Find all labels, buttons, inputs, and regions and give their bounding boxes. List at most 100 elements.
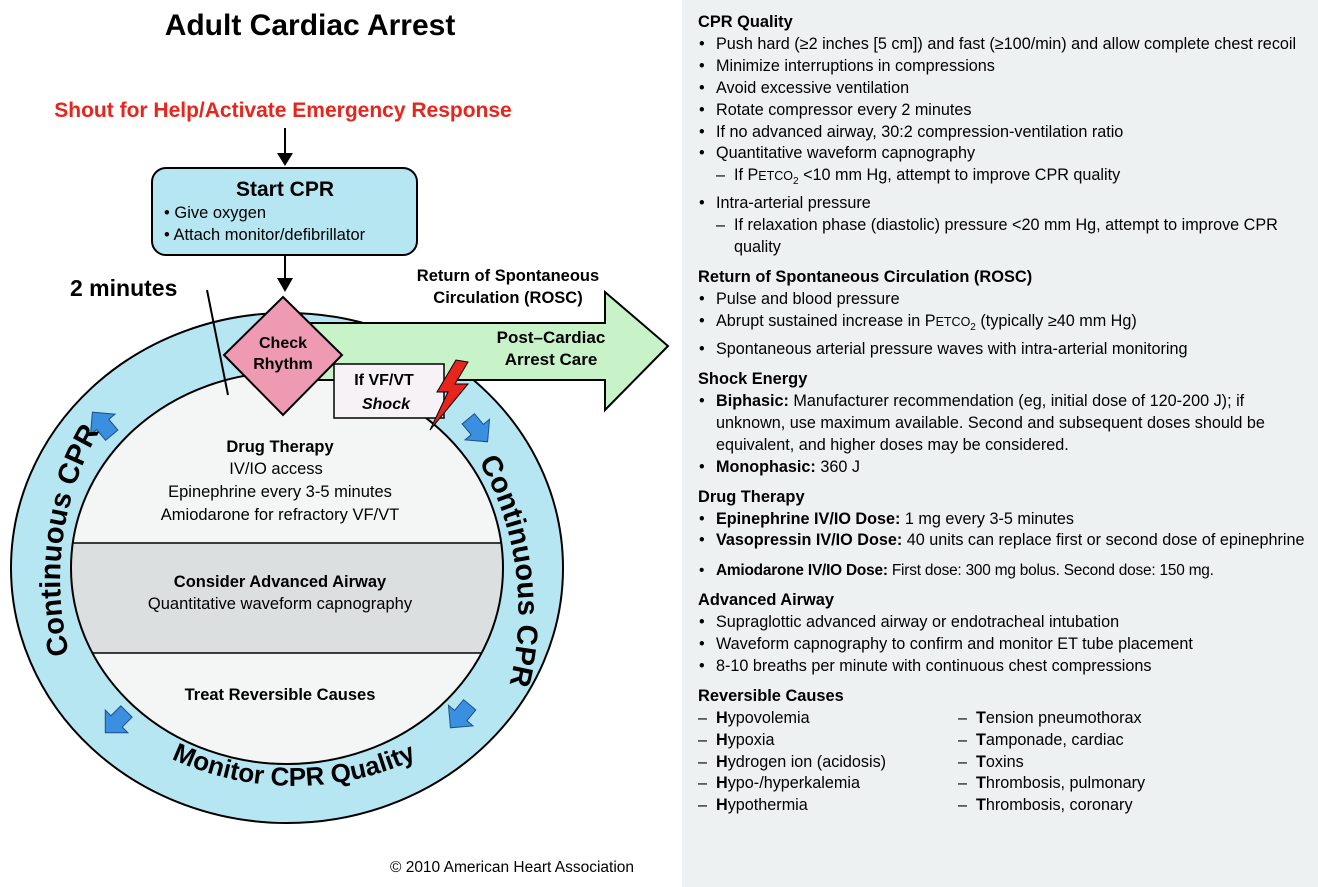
cause-initial: H <box>716 752 728 771</box>
list-item: Biphasic: Manufacturer recommendation (e… <box>698 391 1308 457</box>
vfvt-label: If VF/VT <box>354 372 414 389</box>
item-label: Amiodarone IV/IO Dose: <box>716 562 888 580</box>
cause-item: Hypoxia <box>698 730 958 752</box>
check-rhythm-label: Check <box>259 335 307 352</box>
lightning-bolt-icon <box>429 359 470 431</box>
list-item: Pulse and blood pressure <box>698 289 1308 311</box>
start-cpr-item: • Give oxygen <box>164 204 266 222</box>
cause-item: Hypovolemia <box>698 708 958 730</box>
start-cpr-box <box>151 167 418 256</box>
rosc-label: Return of Spontaneous <box>417 267 599 285</box>
blue-cycle-arrow-icon <box>461 412 491 443</box>
reversible-causes-label: Treat Reversible Causes <box>185 686 376 704</box>
list-item: Spontaneous arterial pressure waves with… <box>698 339 1308 361</box>
blue-cycle-arrow-icon <box>104 705 133 734</box>
petco2-subscript: 2 <box>793 176 799 188</box>
shout-for-help-label: Shout for Help/Activate Emergency Respon… <box>54 99 511 122</box>
list-item: Quantitative waveform capnography <box>698 143 1308 165</box>
item-text: 360 J <box>815 457 860 476</box>
item-text: Manufacturer recommendation (eg, initial… <box>716 391 1265 454</box>
t-causes-column: Tension pneumothorax Tamponade, cardiac … <box>958 708 1218 818</box>
cause-rest: ydrogen ion (acidosis) <box>727 752 887 771</box>
cause-initial: T <box>976 752 986 771</box>
cause-rest: ension pneumothorax <box>985 708 1142 727</box>
petco2-subscript: 2 <box>970 322 976 334</box>
rosc-text: Abrupt sustained increase in P <box>716 312 936 331</box>
list-item: Vasopressin IV/IO Dose: 40 units can rep… <box>698 530 1308 552</box>
cause-initial: T <box>976 730 986 749</box>
post-arrest-care-label: Arrest Care <box>505 350 598 369</box>
algorithm-diagram: Adult Cardiac Arrest Shout for Help/Acti… <box>10 9 670 876</box>
reversible-causes-section: Reversible Causes Hypovolemia Hypoxia Hy… <box>698 686 1308 817</box>
check-rhythm-label: Rhythm <box>253 356 313 373</box>
list-item: Avoid excessive ventilation <box>698 78 1308 100</box>
section-title: Return of Spontaneous Circulation (ROSC) <box>698 268 1033 287</box>
sub-item: If relaxation phase (diastolic) pressure… <box>698 215 1308 259</box>
item-text: 1 mg every 3-5 minutes <box>900 509 1075 528</box>
list-item: Amiodarone IV/IO Dose: First dose: 300 m… <box>698 560 1308 582</box>
drug-therapy-line: Epinephrine every 3-5 minutes <box>168 483 392 501</box>
cpr-quality-section: CPR Quality Push hard (≥2 inches [5 cm])… <box>698 12 1308 259</box>
cause-rest: hrombosis, coronary <box>985 796 1133 815</box>
cause-rest: ypothermia <box>727 796 808 815</box>
check-rhythm-diamond <box>222 295 344 417</box>
cause-initial: T <box>976 796 986 815</box>
cause-rest: oxins <box>985 752 1024 771</box>
cause-item: Thrombosis, pulmonary <box>958 773 1218 795</box>
section-title: Shock Energy <box>698 370 808 389</box>
list-item: Abrupt sustained increase in PETCO2 (typ… <box>698 311 1308 339</box>
cause-item: Toxins <box>958 752 1218 774</box>
cause-initial: T <box>976 708 986 727</box>
advanced-airway-title: Consider Advanced Airway <box>174 573 387 591</box>
cause-initial: H <box>716 708 728 727</box>
start-cpr-item: • Attach monitor/defibrillator <box>164 226 366 244</box>
flow-arrow-to-start-cpr <box>277 128 293 166</box>
cause-rest: ypoxia <box>727 730 775 749</box>
item-label: Monophasic: <box>716 457 816 476</box>
section-title: Advanced Airway <box>698 591 835 610</box>
item-label: Vasopressin IV/IO Dose: <box>716 531 903 550</box>
cause-item: Hypothermia <box>698 795 958 817</box>
list-item: Minimize interruptions in compressions <box>698 56 1308 78</box>
list-item: Push hard (≥2 inches [5 cm]) and fast (≥… <box>698 34 1308 56</box>
petco2-smallcaps: ETCO <box>758 169 794 184</box>
cause-item: Tamponade, cardiac <box>958 730 1218 752</box>
vfvt-shock-box <box>333 363 445 419</box>
airway-band <box>71 543 503 653</box>
advanced-airway-section: Advanced Airway Supraglottic advanced ai… <box>698 590 1308 678</box>
cause-rest: amponade, cardiac <box>985 730 1124 749</box>
cause-item: Thrombosis, coronary <box>958 795 1218 817</box>
info-panel: CPR Quality Push hard (≥2 inches [5 cm])… <box>682 0 1318 887</box>
cause-item: Hypo-/hyperkalemia <box>698 773 958 795</box>
blue-cycle-arrow-icon <box>447 698 477 729</box>
cause-initial: H <box>716 774 728 793</box>
list-item: Epinephrine IV/IO Dose: 1 mg every 3-5 m… <box>698 509 1308 531</box>
petco2-text: If P <box>734 166 759 185</box>
drug-therapy-line: Amiodarone for refractory VF/VT <box>161 506 399 524</box>
list-item: If no advanced airway, 30:2 compression-… <box>698 122 1308 144</box>
cause-initial: H <box>716 730 728 749</box>
cause-rest: ypovolemia <box>727 708 810 727</box>
cause-item: Hydrogen ion (acidosis) <box>698 752 958 774</box>
section-title: CPR Quality <box>698 13 793 31</box>
shock-energy-section: Shock Energy Biphasic: Manufacturer reco… <box>698 369 1308 479</box>
post-arrest-care-label: Post–Cardiac <box>497 328 606 347</box>
drug-therapy-title: Drug Therapy <box>226 438 334 456</box>
drug-therapy-section: Drug Therapy Epinephrine IV/IO Dose: 1 m… <box>698 487 1308 583</box>
inner-cycle <box>71 372 503 764</box>
cause-initial: T <box>976 774 986 793</box>
item-label: Epinephrine IV/IO Dose: <box>716 509 901 528</box>
item-text: 40 units can replace first or second dos… <box>902 531 1305 550</box>
copyright: © 2010 American Heart Association <box>390 859 634 876</box>
cause-initial: H <box>716 796 728 815</box>
shock-label: Shock <box>362 396 411 413</box>
petco2-text: <10 mm Hg, attempt to improve CPR qualit… <box>798 166 1121 185</box>
h-causes-column: Hypovolemia Hypoxia Hydrogen ion (acidos… <box>698 708 958 818</box>
rosc-section: Return of Spontaneous Circulation (ROSC)… <box>698 267 1308 361</box>
sub-item: If PETCO2 <10 mm Hg, attempt to improve … <box>698 165 1308 193</box>
list-item: Supraglottic advanced airway or endotrac… <box>698 612 1308 634</box>
cause-item: Tension pneumothorax <box>958 708 1218 730</box>
petco2-smallcaps: ETCO <box>935 315 971 330</box>
rosc-label: Circulation (ROSC) <box>433 289 582 307</box>
two-minutes-pointer <box>206 289 229 396</box>
